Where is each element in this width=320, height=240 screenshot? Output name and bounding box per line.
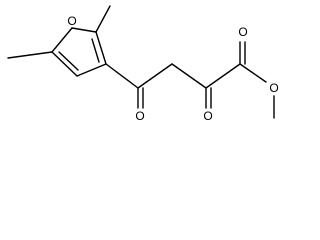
bond-c4-c3 (76, 63, 107, 77)
ester-carbonyl-oxygen-label: O (238, 25, 247, 39)
bond-c5-c4-inner (58, 51, 79, 71)
bond-ketone-to-ch2 (137, 63, 173, 89)
bond-ch2-to-alpha-keto (171, 63, 207, 89)
furan-oxygen-label: O (67, 14, 76, 28)
bond-alpha-keto-to-ester (205, 63, 241, 89)
bond-c3-c2-inner (91, 38, 100, 63)
bond-c5-c4 (51, 51, 78, 77)
ester-ether-oxygen-label: O (269, 81, 278, 95)
ketone-oxygen-label: O (135, 109, 144, 123)
structure-drawing: O O O O O (7, 5, 279, 123)
alpha-keto-oxygen-label: O (203, 109, 212, 123)
bond-ester-to-oxygen (239, 63, 267, 83)
bond-c2-o1 (71, 27, 97, 33)
bond-c5-methyl (7, 51, 53, 59)
molecule-diagram: O O O O O (7, 5, 279, 124)
bond-o1-c5 (51, 27, 73, 53)
bond-c2-methyl (95, 5, 111, 33)
bond-c3-c2 (95, 31, 107, 65)
bond-c3-ketone-carbon (105, 63, 139, 89)
